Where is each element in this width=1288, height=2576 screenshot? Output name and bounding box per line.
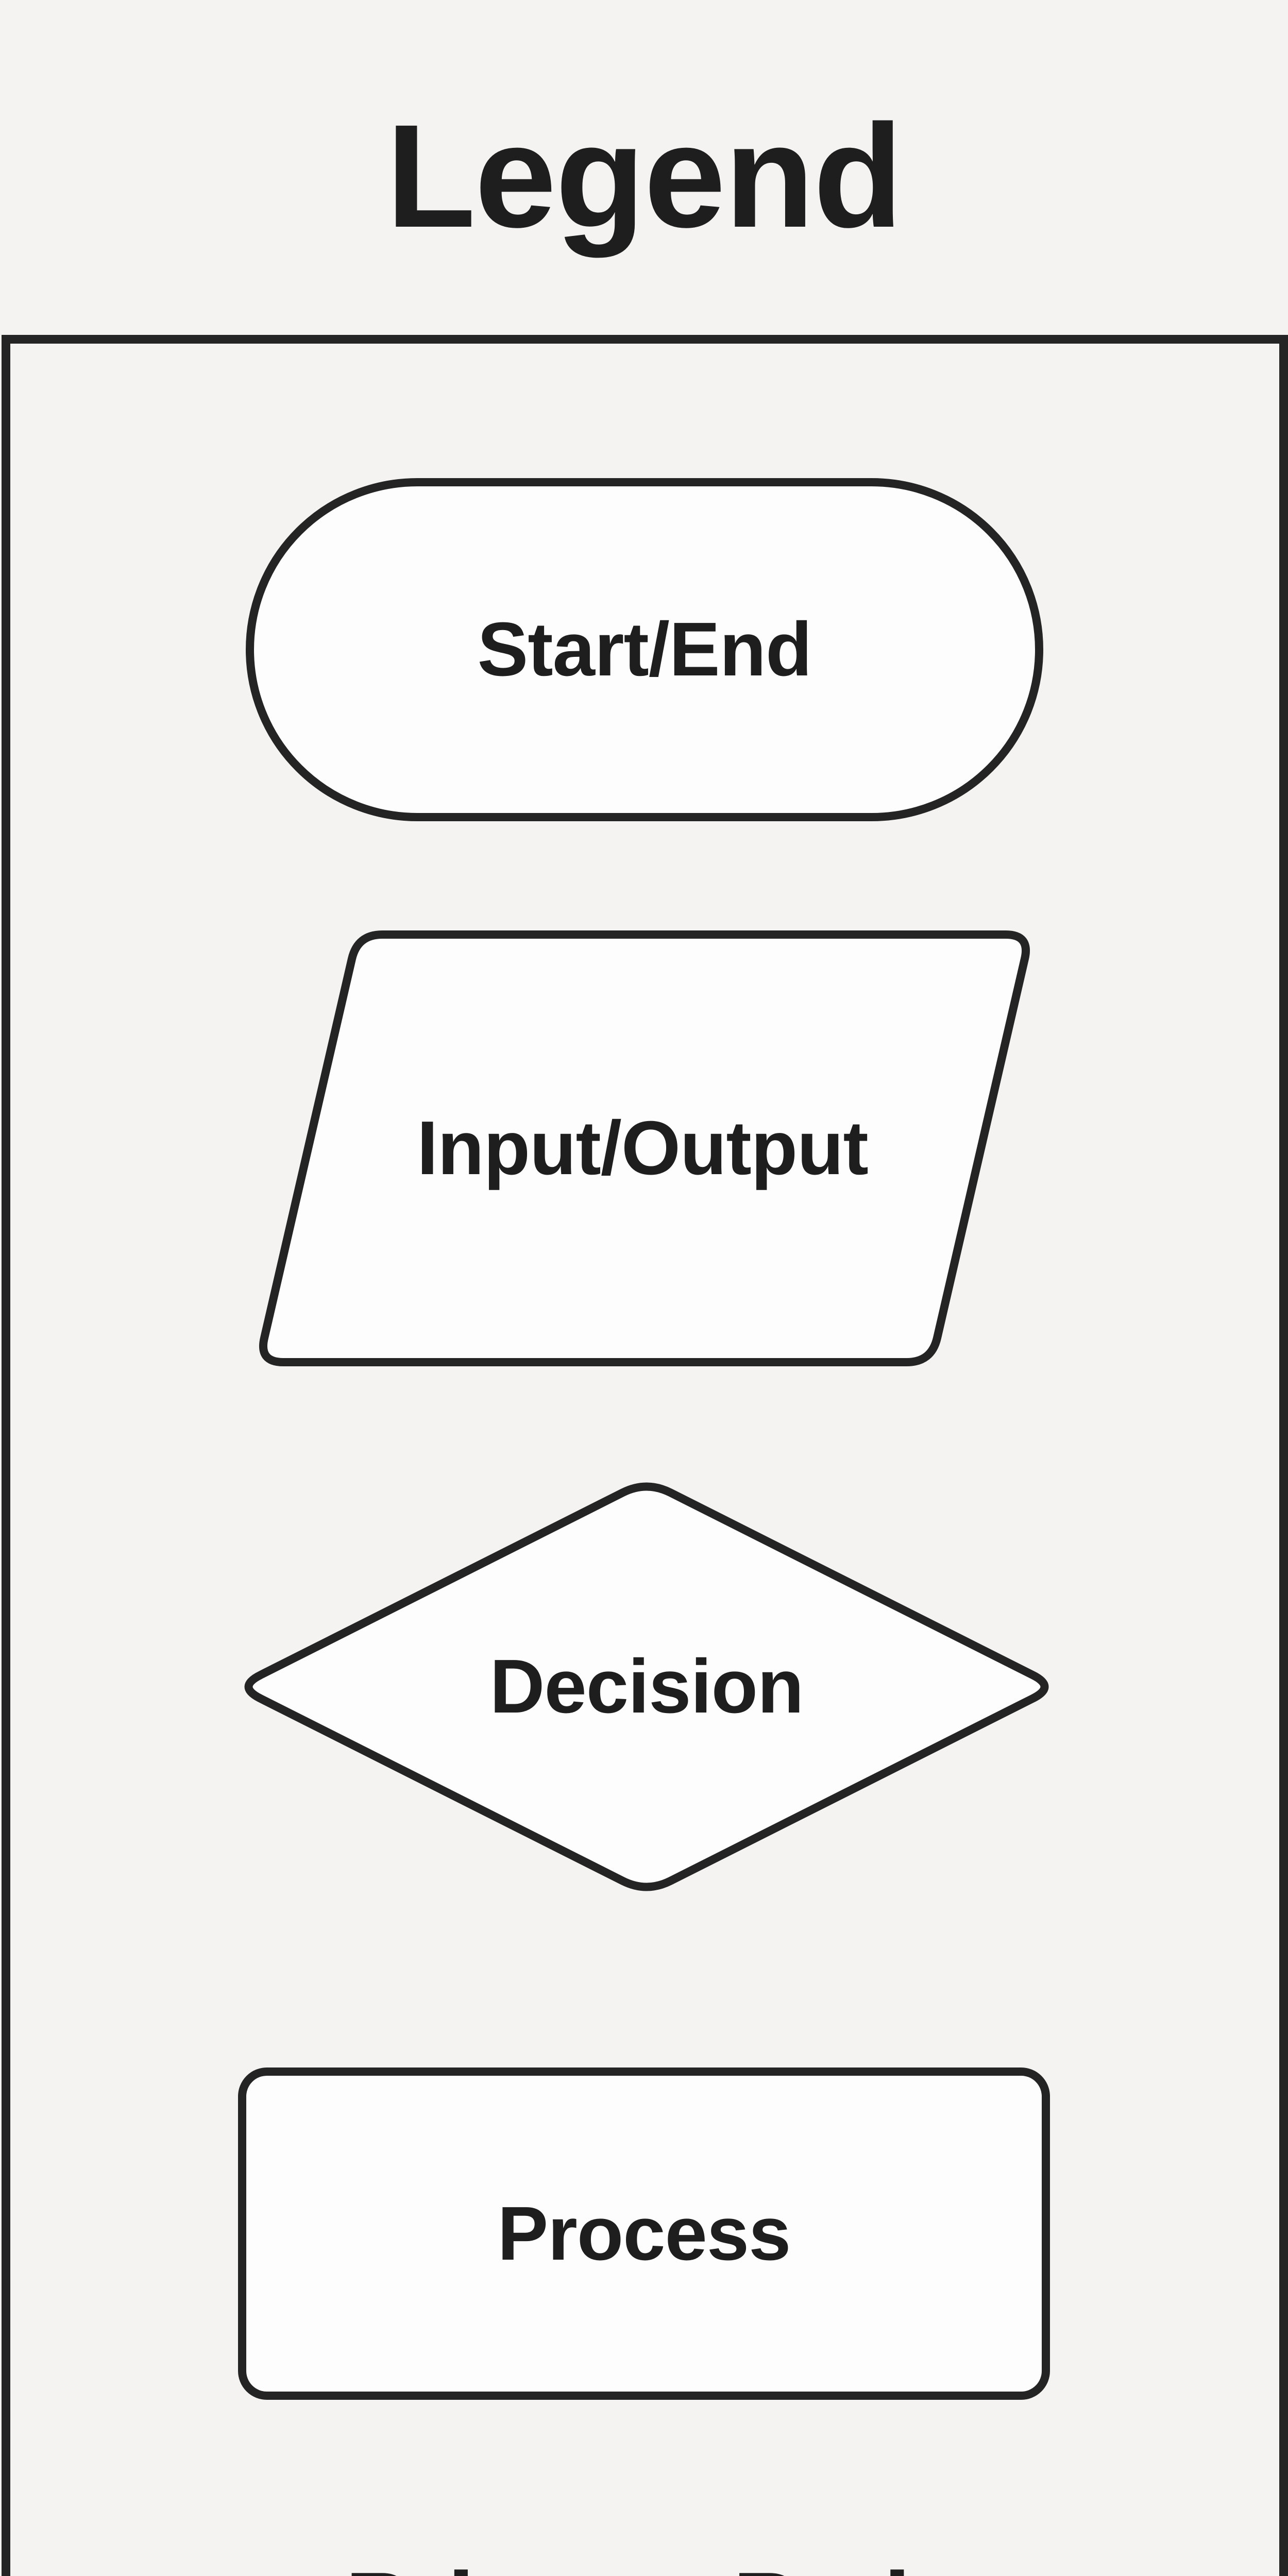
process-label: Process (497, 2191, 791, 2276)
stadium-shape-start-end: Start/End (246, 478, 1043, 821)
diamond-icon (244, 1482, 1049, 1891)
decision-label: Decision (489, 1644, 804, 1729)
start-end-label: Start/End (477, 607, 812, 692)
legend-box (2, 335, 1288, 2576)
parallelogram-icon (259, 930, 1030, 1366)
legend-title: Legend (386, 94, 903, 258)
primary-path-label: Primary Path (0, 2548, 1288, 2576)
parallelogram-shape-input-output: Input/Output (250, 930, 1035, 1366)
diamond-shape-decision: Decision (232, 1476, 1061, 1897)
input-output-label: Input/Output (417, 1106, 869, 1191)
rectangle-shape-process: Process (238, 2067, 1050, 2400)
